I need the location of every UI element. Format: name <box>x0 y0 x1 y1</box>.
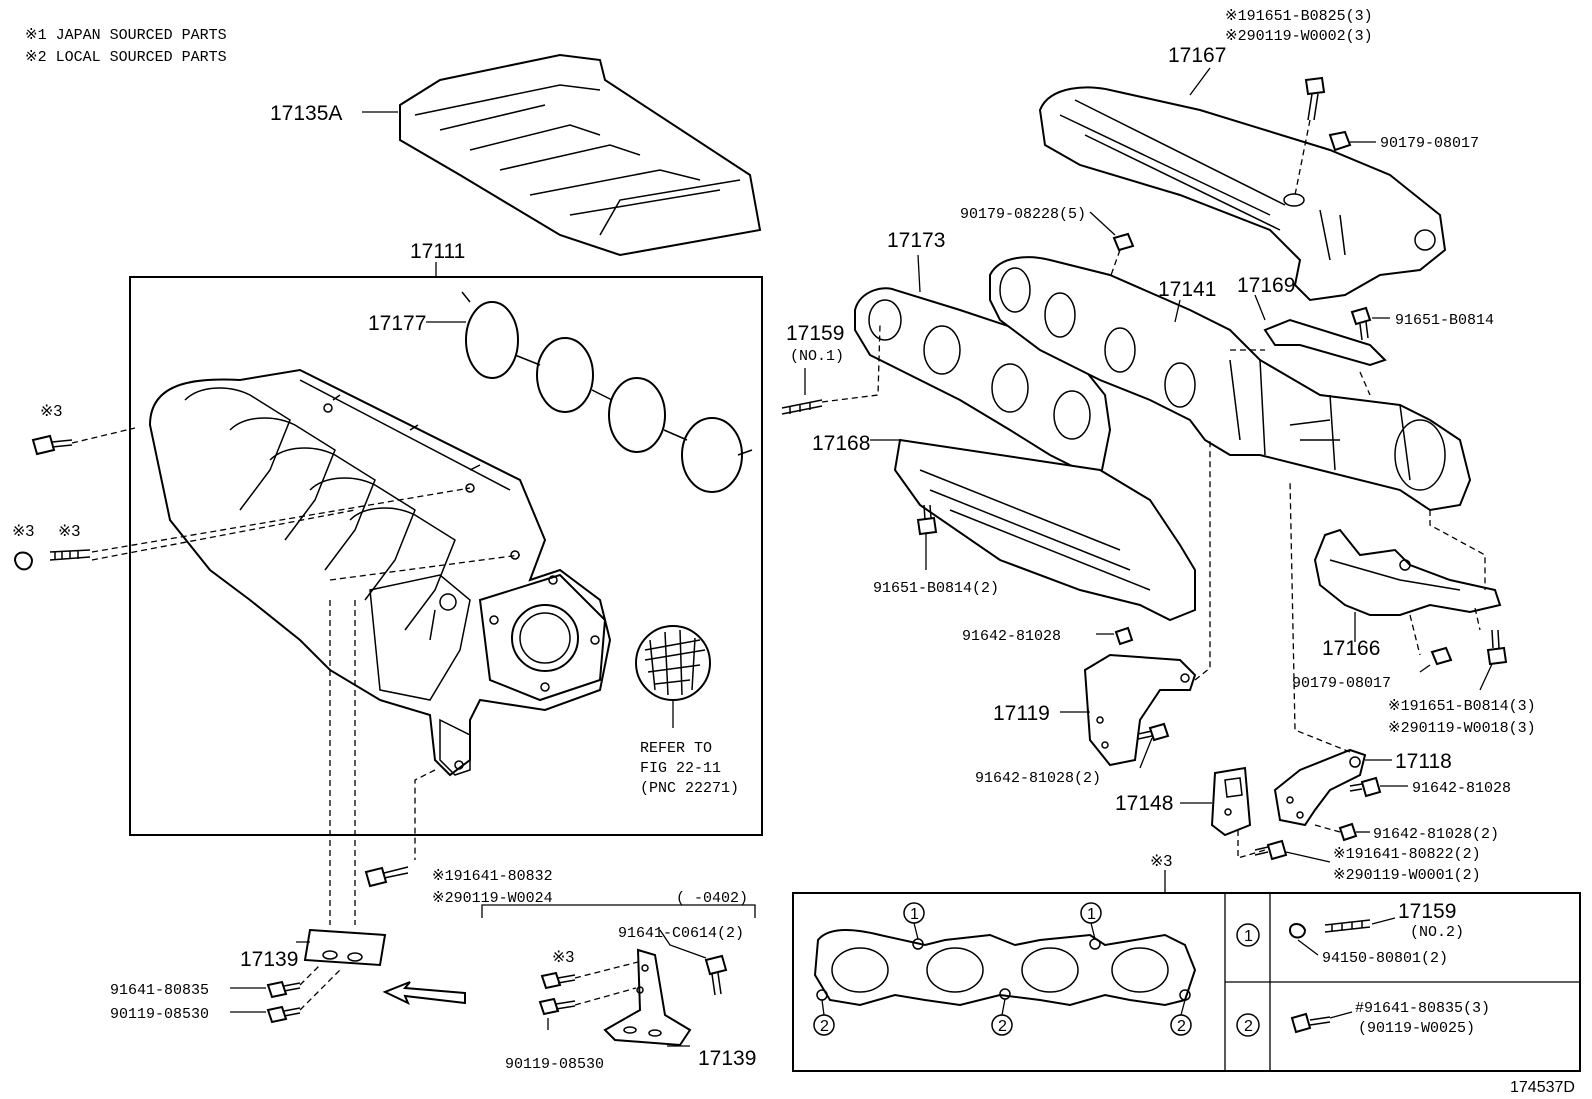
part-label-90119-w0002: ※290119-W0002(3) <box>1225 28 1373 45</box>
note-mark-3-b: ※3 <box>12 523 34 540</box>
part-label-91651-b0814: 91651-B0814 <box>1395 312 1494 329</box>
refer-text-2: FIG 22-11 <box>640 760 721 777</box>
part-label-17118: 17118 <box>1395 750 1452 773</box>
callout-2-c: 2 <box>1177 1018 1186 1035</box>
exhaust-manifold-17141 <box>989 256 1472 512</box>
bolt-91642-81028-a <box>1096 626 1134 646</box>
part-label-91642-81028-a: 91642-81028 <box>962 628 1061 645</box>
part-label-17168: 17168 <box>812 432 870 455</box>
part-label-17159-no2: 17159 <box>1398 900 1456 923</box>
part-label-no2: (NO.2) <box>1410 924 1464 941</box>
labels: ※1 JAPAN SOURCED PARTS ※2 LOCAL SOURCED … <box>12 8 1575 1096</box>
bracket-17139-right <box>538 929 728 1047</box>
callout-1-a: 1 <box>910 906 919 923</box>
note-mark-3-a: ※3 <box>40 403 62 420</box>
part-label-17177: 17177 <box>368 312 426 335</box>
part-label-17167: 17167 <box>1168 44 1226 67</box>
bolt-91642-81028-c <box>1314 822 1370 842</box>
bolt-91651-b0814-x3 <box>1479 629 1508 691</box>
variant-range-bracket <box>481 904 756 918</box>
refer-text-1: REFER TO <box>640 740 712 757</box>
part-label-17173: 17173 <box>887 229 945 252</box>
part-label-91641-c0614: 91641-C0614(2) <box>618 925 744 942</box>
direction-arrow <box>382 981 466 1006</box>
nut-90179-08017-b <box>1419 646 1453 673</box>
part-label-17139-left: 17139 <box>240 948 298 971</box>
note-mark-3-c: ※3 <box>58 523 80 540</box>
part-label-90119-08530-left: 90119-08530 <box>110 1006 209 1023</box>
bolt-91642-81028-b <box>1349 776 1408 798</box>
bolt-91651-b0814-x2 <box>916 504 938 570</box>
part-label-17169: 17169 <box>1237 274 1295 297</box>
key-2: 2 <box>1244 1018 1253 1035</box>
part-label-90119-w0018: ※290119-W0018(3) <box>1388 720 1536 737</box>
bolt-91651-b0825 <box>1294 76 1376 196</box>
part-label-91641-80822: ※191641-80822(2) <box>1333 846 1481 863</box>
throttle-screen-reference <box>635 625 711 728</box>
left-bolt-group <box>13 427 521 581</box>
intake-cover-17135a <box>362 53 762 257</box>
part-label-17135a: 17135A <box>270 102 342 125</box>
bracket-17139-left <box>230 928 387 1024</box>
part-label-90179-08017-b: 90179-08017 <box>1292 675 1391 692</box>
nut-90179-08228 <box>1089 211 1135 279</box>
callout-2-a: 2 <box>820 1018 829 1035</box>
part-label-90119-08530-right: 90119-08530 <box>505 1056 604 1073</box>
heat-insulator-17168 <box>870 438 1196 622</box>
intake-assembly-box-17111 <box>129 276 763 836</box>
bracket-17118 <box>1273 479 1392 827</box>
part-label-17166: 17166 <box>1322 637 1380 660</box>
part-label-90119-w0024: ※290119-W0024 <box>432 890 553 907</box>
part-label-17141: 17141 <box>1158 278 1216 301</box>
bracket-17169 <box>1230 294 1390 396</box>
note-local-sourced: ※2 LOCAL SOURCED PARTS <box>25 49 227 66</box>
part-label-17111: 17111 <box>410 240 465 263</box>
part-label-91651-b0814-2: 91651-B0814(2) <box>873 580 999 597</box>
note-japan-sourced: ※1 JAPAN SOURCED PARTS <box>25 27 227 44</box>
part-label-17159-no1: 17159 <box>786 322 844 345</box>
note-mark-3-e: ※3 <box>1150 853 1172 870</box>
heat-insulator-17167 <box>1038 67 1447 302</box>
refer-text-3: (PNC 22271) <box>640 780 739 797</box>
gasket-detail-box <box>792 870 1581 1072</box>
key-1: 1 <box>1244 928 1253 945</box>
part-label-94150-80801: 94150-80801(2) <box>1322 950 1448 967</box>
part-label-91651-b0814-3: ※191651-B0814(3) <box>1388 698 1536 715</box>
bracket-17119 <box>1060 440 1211 769</box>
bolt-91641-80822 <box>1254 839 1331 863</box>
stud-17159-no1 <box>781 324 881 415</box>
part-label-90119-w0001: ※290119-W0001(2) <box>1333 867 1481 884</box>
callout-2-b: 2 <box>998 1018 1007 1035</box>
part-label-no1: (NO.1) <box>790 348 844 365</box>
part-label-91651-b0825: ※191651-B0825(3) <box>1225 8 1373 25</box>
variant-range-label: ( -0402) <box>676 890 748 907</box>
part-label-91641-80832: ※191641-80832 <box>432 868 553 885</box>
part-label-91642-81028-2a: 91642-81028(2) <box>975 770 1101 787</box>
part-label-90179-08228: 90179-08228(5) <box>960 206 1086 223</box>
part-label-91642-81028-b: 91642-81028 <box>1412 780 1511 797</box>
intake-manifold-17111 <box>148 368 612 777</box>
part-label-17139-right: 17139 <box>698 1047 756 1070</box>
intake-gasket-17177 <box>426 291 753 493</box>
bolt-91641-80832 <box>364 866 409 888</box>
callout-1-b: 1 <box>1087 906 1096 923</box>
note-mark-3-d: ※3 <box>552 949 574 966</box>
part-label-91641-80835-3: #91641-80835(3) <box>1355 1000 1490 1017</box>
part-label-17148: 17148 <box>1115 792 1173 815</box>
part-label-90119-w0025: (90119-W0025) <box>1358 1020 1475 1037</box>
part-label-90179-08017-a: 90179-08017 <box>1380 135 1479 152</box>
heat-plate-17148 <box>1180 766 1266 859</box>
heat-insulator-17166 <box>1313 510 1502 656</box>
part-label-91641-80835: 91641-80835 <box>110 982 209 999</box>
figure-id: 174537D <box>1510 1079 1575 1096</box>
part-label-17119: 17119 <box>993 702 1050 725</box>
part-label-91642-81028-2b: 91642-81028(2) <box>1373 826 1499 843</box>
